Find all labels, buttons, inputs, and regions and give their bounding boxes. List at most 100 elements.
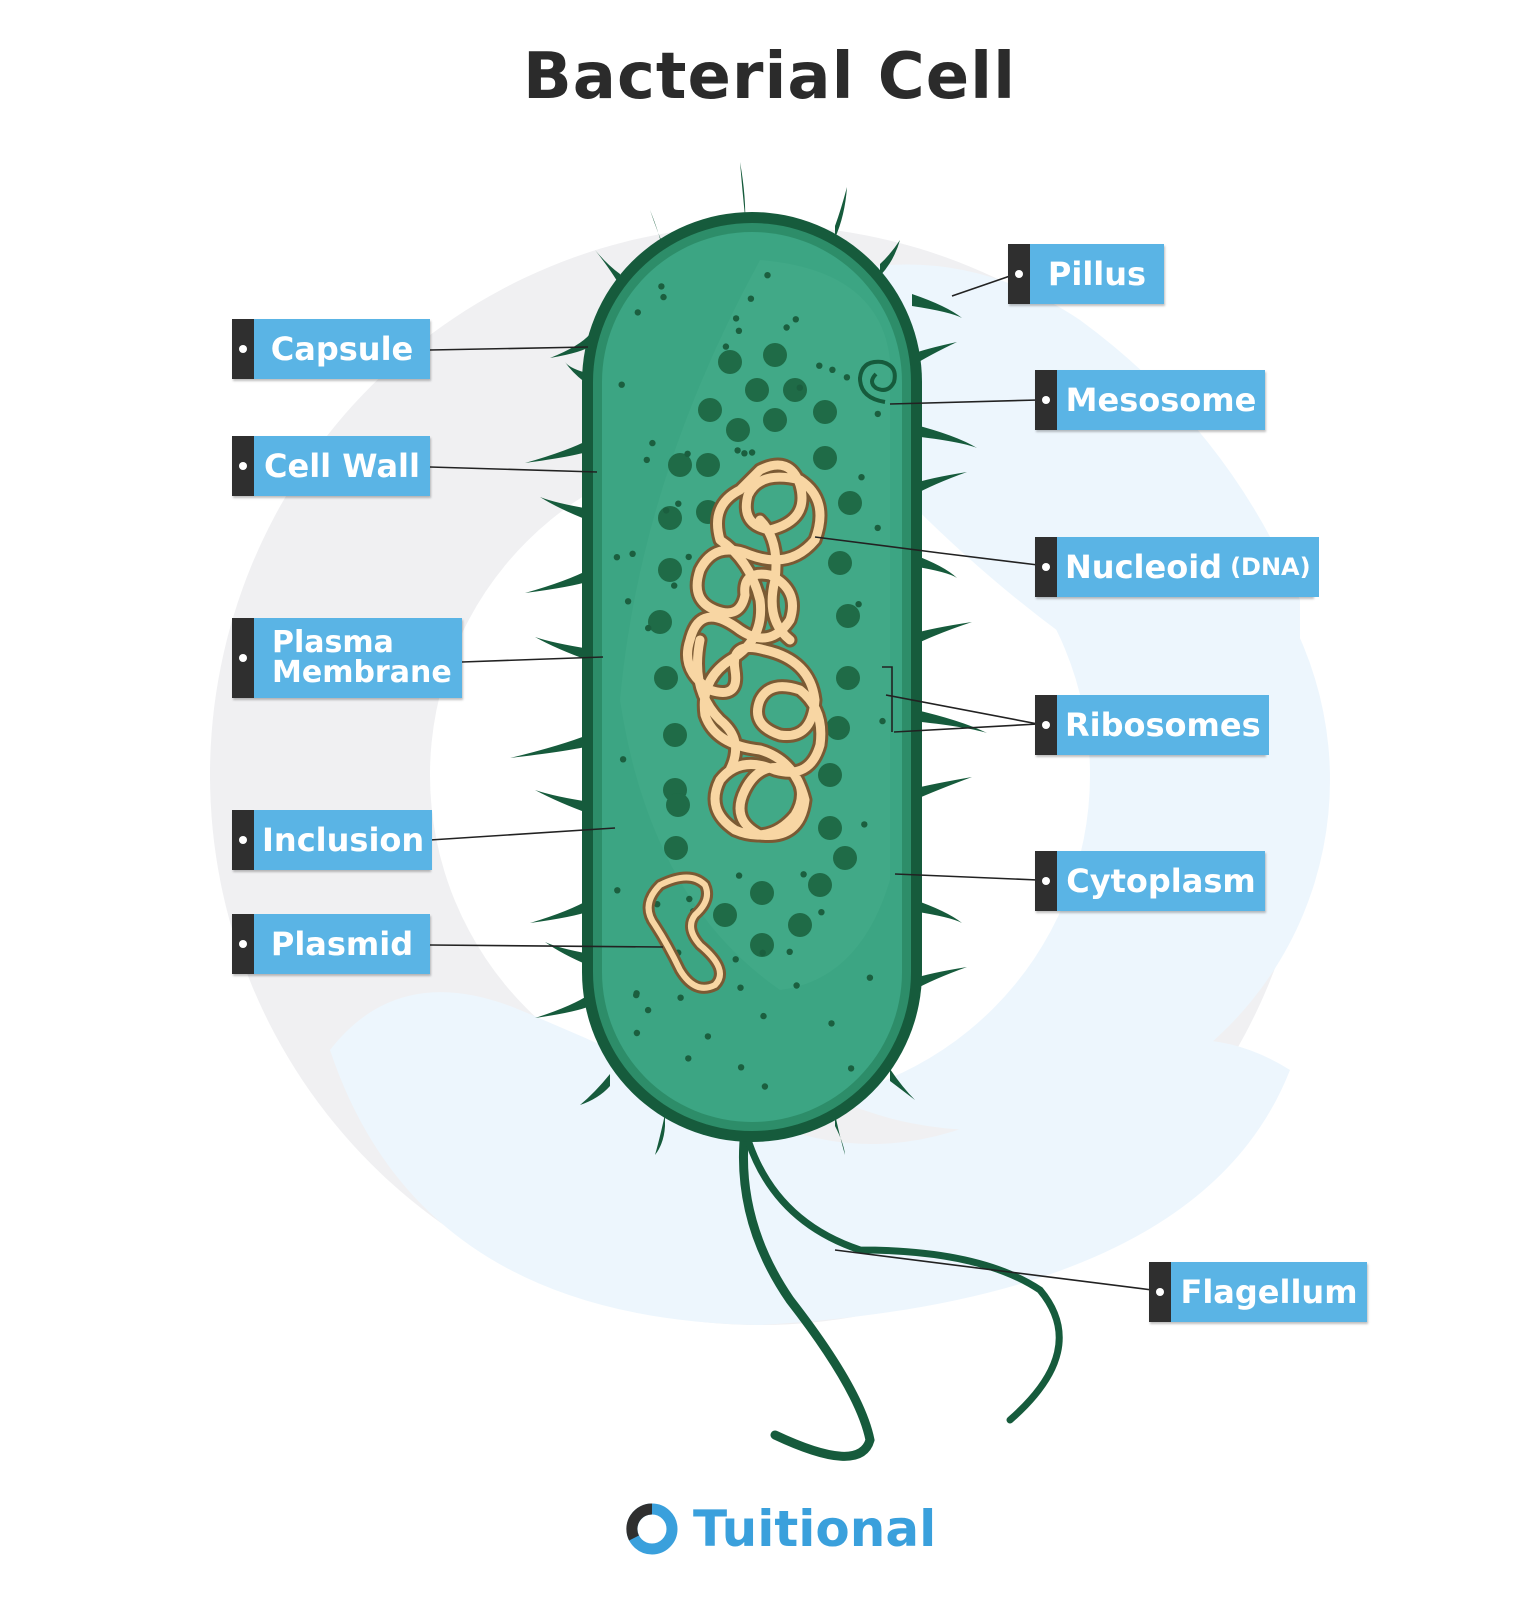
label-cell-wall: Cell Wall	[232, 436, 430, 496]
ribosome-dot	[660, 293, 667, 301]
pilus-spike	[580, 1074, 610, 1105]
ribosome-dot	[686, 895, 693, 903]
inclusion-granule	[658, 558, 682, 582]
ribosome-dot	[816, 362, 823, 369]
pilus-spike	[540, 497, 590, 521]
ribosome-bracket	[882, 666, 893, 732]
pilus-spike	[535, 994, 590, 1018]
label-plasma-membrane: Plasma Membrane	[232, 618, 462, 698]
ribosome-dot	[741, 450, 748, 457]
ribosome-dot	[663, 507, 670, 514]
inclusion-granule	[833, 846, 857, 870]
label-tab	[232, 618, 254, 698]
flagellum	[738, 1125, 1063, 1461]
ribosome-dot	[633, 1029, 641, 1037]
label-tab	[1035, 695, 1057, 755]
pilus-spike	[535, 637, 590, 661]
ribosome-dot	[734, 447, 741, 454]
inclusion-granule	[664, 836, 688, 860]
diagram-title: Bacterial Cell	[522, 40, 1017, 114]
pilus-spike	[525, 569, 590, 593]
pilus-spike	[880, 240, 900, 276]
label-plasma-line2: Membrane	[272, 655, 452, 690]
ribosome-dot	[649, 439, 656, 447]
inclusion-granule	[788, 913, 812, 937]
inclusion-granule	[818, 763, 842, 787]
pilus-spike	[890, 1069, 915, 1100]
ribosome-dot	[874, 524, 881, 532]
ribosome-dot	[643, 456, 650, 464]
ribosome-dot	[829, 366, 836, 373]
inclusion-granule	[818, 816, 842, 840]
leader-capsule	[429, 346, 589, 351]
label-tab	[232, 914, 254, 974]
inclusion-granule	[668, 453, 692, 477]
ribosome-dot	[624, 598, 632, 605]
ribosome-dot	[619, 756, 627, 763]
pilus-spike	[835, 1114, 845, 1155]
inclusion-granule	[658, 506, 682, 530]
ribosome-dot	[737, 1064, 745, 1071]
inclusion-granule	[826, 716, 850, 740]
ribosome-dot	[735, 327, 743, 334]
leader-plasmid	[429, 944, 664, 948]
ribosome-dot	[685, 1055, 692, 1062]
tuitional-logo: Tuitional	[625, 1500, 936, 1558]
ribosome-dot	[613, 554, 621, 561]
leader-inclusion	[429, 827, 616, 841]
inclusion-granules	[648, 343, 862, 957]
label-tab	[1035, 537, 1057, 597]
pilus-spike	[535, 790, 590, 814]
ribosome-dot	[760, 1012, 767, 1020]
inclusion-granule	[763, 343, 787, 367]
inclusion-granule	[666, 793, 690, 817]
label-mesosome: Mesosome	[1035, 370, 1265, 430]
ribosome-dot	[800, 871, 807, 878]
label-pillus: Pillus	[1008, 244, 1164, 304]
pilus-spike	[912, 342, 957, 366]
label-capsule: Capsule	[232, 319, 430, 379]
label-flagellum: Flagellum	[1149, 1262, 1367, 1322]
ribosome-dot	[645, 624, 652, 632]
label-ribosomes: Ribosomes	[1035, 695, 1269, 755]
label-inclusion: Inclusion	[232, 810, 433, 870]
label-plasmid: Plasmid	[232, 914, 430, 974]
label-nucleoid-main: Nucleoid	[1065, 548, 1223, 586]
plasmid	[642, 871, 726, 994]
inclusion-granule	[813, 400, 837, 424]
ribosome-dot	[634, 309, 641, 316]
leader-mesosome	[889, 399, 1039, 405]
inclusion-granule	[813, 446, 837, 470]
ribosome-dot	[722, 343, 730, 350]
ribosome-dot	[737, 984, 744, 991]
ribosome-dot	[759, 949, 766, 956]
ribosome-dot	[629, 550, 636, 557]
label-plasma-line1: Plasma	[272, 625, 394, 660]
label-tab	[232, 319, 254, 379]
inclusion-granule	[808, 873, 832, 897]
pilus-spike	[545, 942, 590, 966]
ribosome-dot	[633, 991, 640, 999]
ribosome-dot	[764, 272, 771, 279]
label-nucleoid-sub: (DNA)	[1230, 553, 1311, 581]
inclusion-granule	[828, 551, 852, 575]
ribosome-dot	[855, 601, 862, 608]
label-tab	[1149, 1262, 1171, 1322]
background-blue-blob	[330, 992, 1290, 1325]
ribosome-dot	[675, 500, 682, 507]
ribosome-dot	[704, 1033, 712, 1040]
pilus-spike	[510, 734, 590, 758]
pilus-spike	[550, 334, 590, 358]
inclusion-granule	[763, 408, 787, 432]
ribosome-dot	[786, 948, 793, 955]
ribosome-dot	[847, 1065, 855, 1072]
inclusion-granule	[713, 903, 737, 927]
inclusion-granule	[750, 881, 774, 905]
leader-pillus	[951, 275, 1011, 297]
ribosome-dot	[685, 553, 692, 561]
ribosome-dot	[879, 717, 886, 725]
ribosome-dot	[644, 1006, 652, 1014]
inclusion-granule	[838, 491, 862, 515]
pilus-spike	[912, 472, 967, 496]
